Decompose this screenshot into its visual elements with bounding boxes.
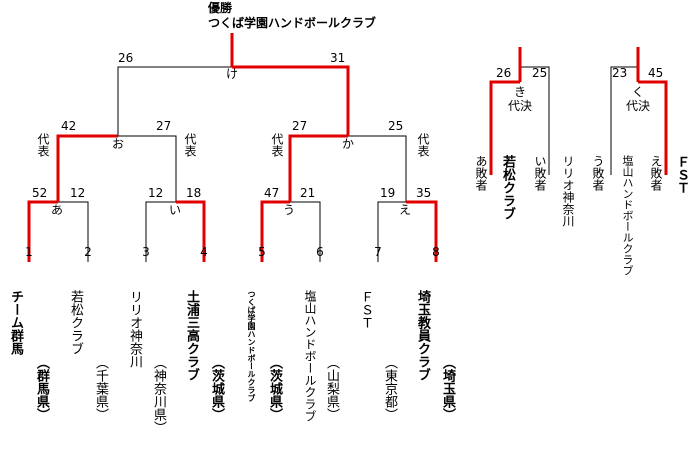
q2-mark: い	[169, 203, 182, 217]
final-left-score: 26	[118, 51, 134, 65]
po1-left-loser: あ敗者	[474, 155, 488, 191]
q1-left-score: 52	[32, 186, 48, 200]
team-3-name: リリオ神奈川	[127, 290, 142, 368]
team-7-name: ＦＳＴ	[358, 290, 373, 329]
team-6-pref: （山梨県）	[324, 356, 339, 421]
po2-left-team: 塩山ハンドボールクラブ	[621, 155, 634, 276]
seed-1: 1	[25, 245, 33, 259]
seed-3: 3	[142, 245, 150, 259]
semi2-left-score: 27	[292, 119, 308, 133]
po1-mark: き	[514, 85, 527, 99]
po2-right-loser: え敗者	[649, 155, 663, 191]
q3-right-score: 21	[300, 186, 316, 200]
team-4-pref: （茨城県）	[209, 356, 224, 421]
team-1-pref: （群馬県）	[34, 356, 49, 421]
po1-right-team: リリオ神奈川	[561, 155, 575, 227]
team-8-pref: （埼玉県）	[440, 356, 455, 421]
po1-right-loser: い敗者	[533, 155, 547, 191]
team-2-pref: （千葉県）	[93, 356, 108, 421]
champion-label: 優勝	[208, 1, 233, 15]
final-right-score: 31	[330, 51, 346, 65]
team-2-name: 若松クラブ	[68, 290, 83, 355]
seed-7: 7	[374, 245, 382, 259]
semi2-mark: か	[342, 137, 355, 151]
q4-right-score: 35	[416, 186, 432, 200]
semi1-left-note: 代表	[36, 133, 50, 157]
semi1-right-score: 27	[156, 119, 172, 133]
q3-mark: う	[283, 203, 296, 217]
seed-2: 2	[84, 245, 92, 259]
po2-mark: く	[632, 85, 645, 99]
champion-name: つくば学園ハンドボールクラブ	[208, 16, 377, 30]
team-4-name: 土浦三高クラブ	[184, 290, 199, 381]
po2-left-loser: う敗者	[591, 155, 605, 191]
po2-left-score: 23	[612, 66, 628, 80]
team-1-name: チーム群馬	[8, 290, 23, 355]
semi2-right-note: 代表	[416, 133, 430, 157]
semi1-mark: お	[112, 137, 125, 151]
seed-5: 5	[258, 245, 266, 259]
q3-left-score: 47	[264, 186, 280, 200]
semi2-right-score: 25	[388, 119, 404, 133]
q4-mark: え	[399, 203, 412, 217]
seed-4: 4	[200, 245, 208, 259]
q2-left-score: 12	[148, 186, 164, 200]
q2-right-score: 18	[186, 186, 202, 200]
po1-left-score: 26	[496, 66, 512, 80]
final-mark: け	[226, 67, 239, 81]
po1-left-team: 若松クラブ	[500, 155, 515, 220]
team-8-name: 埼玉教員クラブ	[415, 290, 430, 381]
q1-right-score: 12	[70, 186, 86, 200]
po1-right-score: 25	[532, 66, 548, 80]
po2-right-team: ＦＳＴ	[674, 155, 689, 194]
team-7-pref: （東京都）	[382, 356, 397, 421]
semi2-left-note: 代表	[270, 133, 284, 157]
semi1-left-score: 42	[61, 119, 77, 133]
team-5-pref: （茨城県）	[267, 356, 282, 421]
team-5-name: つくば学園ハンドボールクラブ	[247, 290, 256, 402]
po2-right-score: 45	[648, 66, 664, 80]
team-6-name: 塩山ハンドボールクラブ	[303, 290, 317, 422]
po2-label: 代決	[626, 99, 651, 113]
seed-6: 6	[316, 245, 324, 259]
q4-left-score: 19	[380, 186, 396, 200]
semi1-right-note: 代表	[183, 133, 197, 157]
seed-8: 8	[432, 245, 440, 259]
q1-mark: あ	[51, 203, 64, 217]
po1-label: 代決	[508, 99, 533, 113]
team-3-pref: （神奈川県）	[151, 356, 166, 434]
